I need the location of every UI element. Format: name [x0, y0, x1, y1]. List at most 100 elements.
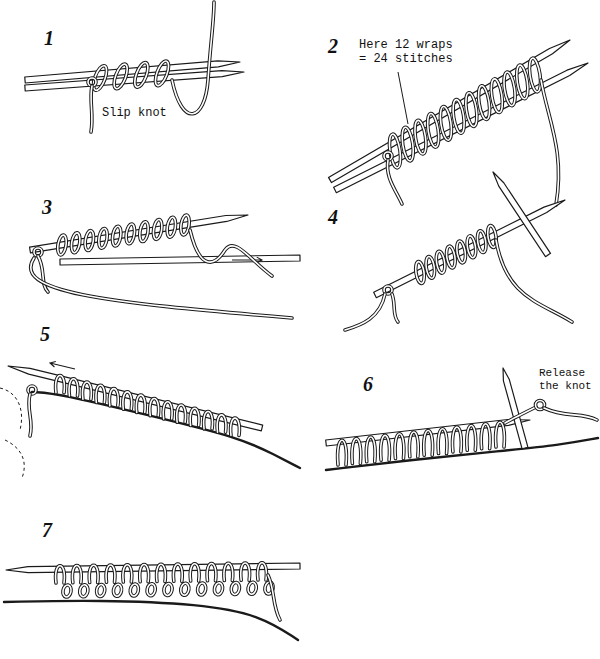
stitch-loop — [366, 437, 375, 462]
yarn-wrap — [139, 221, 150, 242]
stitch-loop — [56, 566, 65, 583]
step-number: 5 — [40, 322, 50, 346]
yarn-wrap — [515, 64, 530, 99]
stitch-loop — [163, 583, 173, 596]
stitch-loop — [467, 426, 476, 451]
stitch-loop — [82, 382, 91, 399]
stitch-loop — [214, 582, 224, 595]
stitch-loop — [163, 402, 172, 419]
stitch-loop — [230, 582, 240, 595]
stitch-loop — [96, 584, 106, 597]
yarn-wrap — [414, 261, 425, 284]
stitch-loop — [123, 565, 132, 582]
stitch-loop — [224, 563, 233, 580]
stitch-loop — [136, 395, 145, 412]
leader-line — [398, 72, 408, 124]
stitch-loop — [258, 563, 267, 580]
yarn-strand — [496, 240, 572, 322]
yarn-strand — [541, 80, 559, 205]
callout-label: Slip knot — [101, 106, 168, 120]
step-number: 7 — [42, 518, 52, 542]
yarn-wrap — [515, 64, 530, 99]
step-number: 3 — [42, 195, 52, 219]
stitch-loop — [258, 563, 267, 580]
stitch-loop — [96, 584, 106, 597]
stitch-loop — [438, 429, 447, 454]
yarn-wrap — [456, 240, 467, 263]
yarn-wrap — [466, 235, 477, 258]
yarn-wrap — [451, 99, 466, 134]
stitch-loop — [109, 389, 118, 406]
stitch-loop — [230, 582, 240, 595]
step-number: 1 — [44, 26, 54, 50]
stitch-loop — [452, 427, 461, 452]
yarn-wrap — [139, 221, 150, 242]
yarn-strand — [392, 294, 398, 322]
yarn-wrap — [84, 230, 95, 251]
stitch-loop — [207, 564, 216, 581]
stitch-loop — [123, 392, 132, 409]
yarn-strand — [29, 394, 31, 436]
yarn-wrap — [464, 92, 479, 127]
stitch-loop — [123, 565, 132, 582]
stitch-loop — [177, 405, 186, 422]
yarn-strand — [190, 230, 272, 276]
stitch-loop — [217, 415, 226, 432]
stitch-loop — [146, 583, 156, 596]
yarn-wrap — [528, 57, 543, 92]
stitch-loop — [96, 385, 105, 402]
yarn-wrap — [153, 59, 172, 87]
yarn-strand — [541, 80, 559, 205]
stitch-loop — [62, 584, 72, 597]
stitch-loop — [409, 432, 418, 457]
stitch-loop — [452, 427, 461, 452]
yarn-strand — [387, 160, 402, 204]
yarn-wrap — [489, 78, 504, 113]
yarn-strand — [38, 256, 48, 292]
yarn-wrap — [489, 78, 504, 113]
yarn-strand — [31, 258, 292, 318]
yarn-wrap — [435, 251, 446, 274]
direction-arrow — [50, 361, 75, 369]
stitch-loop — [241, 563, 250, 580]
yarn-wrap — [132, 61, 151, 89]
stitch-loop — [163, 583, 173, 596]
yarn-wrap — [152, 219, 163, 240]
stitch-loop — [496, 422, 505, 447]
stitch-loop — [106, 565, 115, 582]
yarn-strand — [91, 86, 92, 132]
stitch-loop — [352, 439, 361, 464]
yarn-wrap — [111, 63, 130, 91]
stitch-loop — [338, 440, 347, 465]
yarn-wrap — [425, 256, 436, 279]
yarn-strand — [268, 575, 280, 620]
yarn-strand — [268, 575, 280, 620]
yarn-wrap — [166, 217, 177, 238]
yarn-wrap — [125, 223, 136, 244]
stitch-loop — [424, 430, 433, 455]
stitch-loop — [173, 564, 182, 581]
stitch-loop — [467, 426, 476, 451]
stitch-loop — [140, 565, 149, 582]
stitch-loop — [157, 564, 166, 581]
stitch-loop — [214, 582, 224, 595]
stitch-loop — [366, 437, 375, 462]
knitting-needle — [503, 368, 528, 449]
yarn-strand — [505, 407, 536, 423]
stitch-loop — [424, 430, 433, 455]
stitch-loop — [146, 583, 156, 596]
stitch-loop — [89, 565, 98, 582]
stitch-loop — [197, 582, 207, 595]
yarn-wrap — [111, 63, 130, 91]
stitch-loop — [247, 582, 257, 595]
yarn-wrap — [445, 246, 456, 269]
hand-outline — [0, 388, 22, 430]
stitch-loop — [62, 584, 72, 597]
yarn-strand — [387, 160, 402, 204]
stitch-loop — [241, 563, 250, 580]
stitch-loop — [190, 564, 199, 581]
yarn-wrap — [111, 226, 122, 247]
yarn-wrap — [445, 246, 456, 269]
callout-label: Release the knot — [538, 367, 596, 393]
